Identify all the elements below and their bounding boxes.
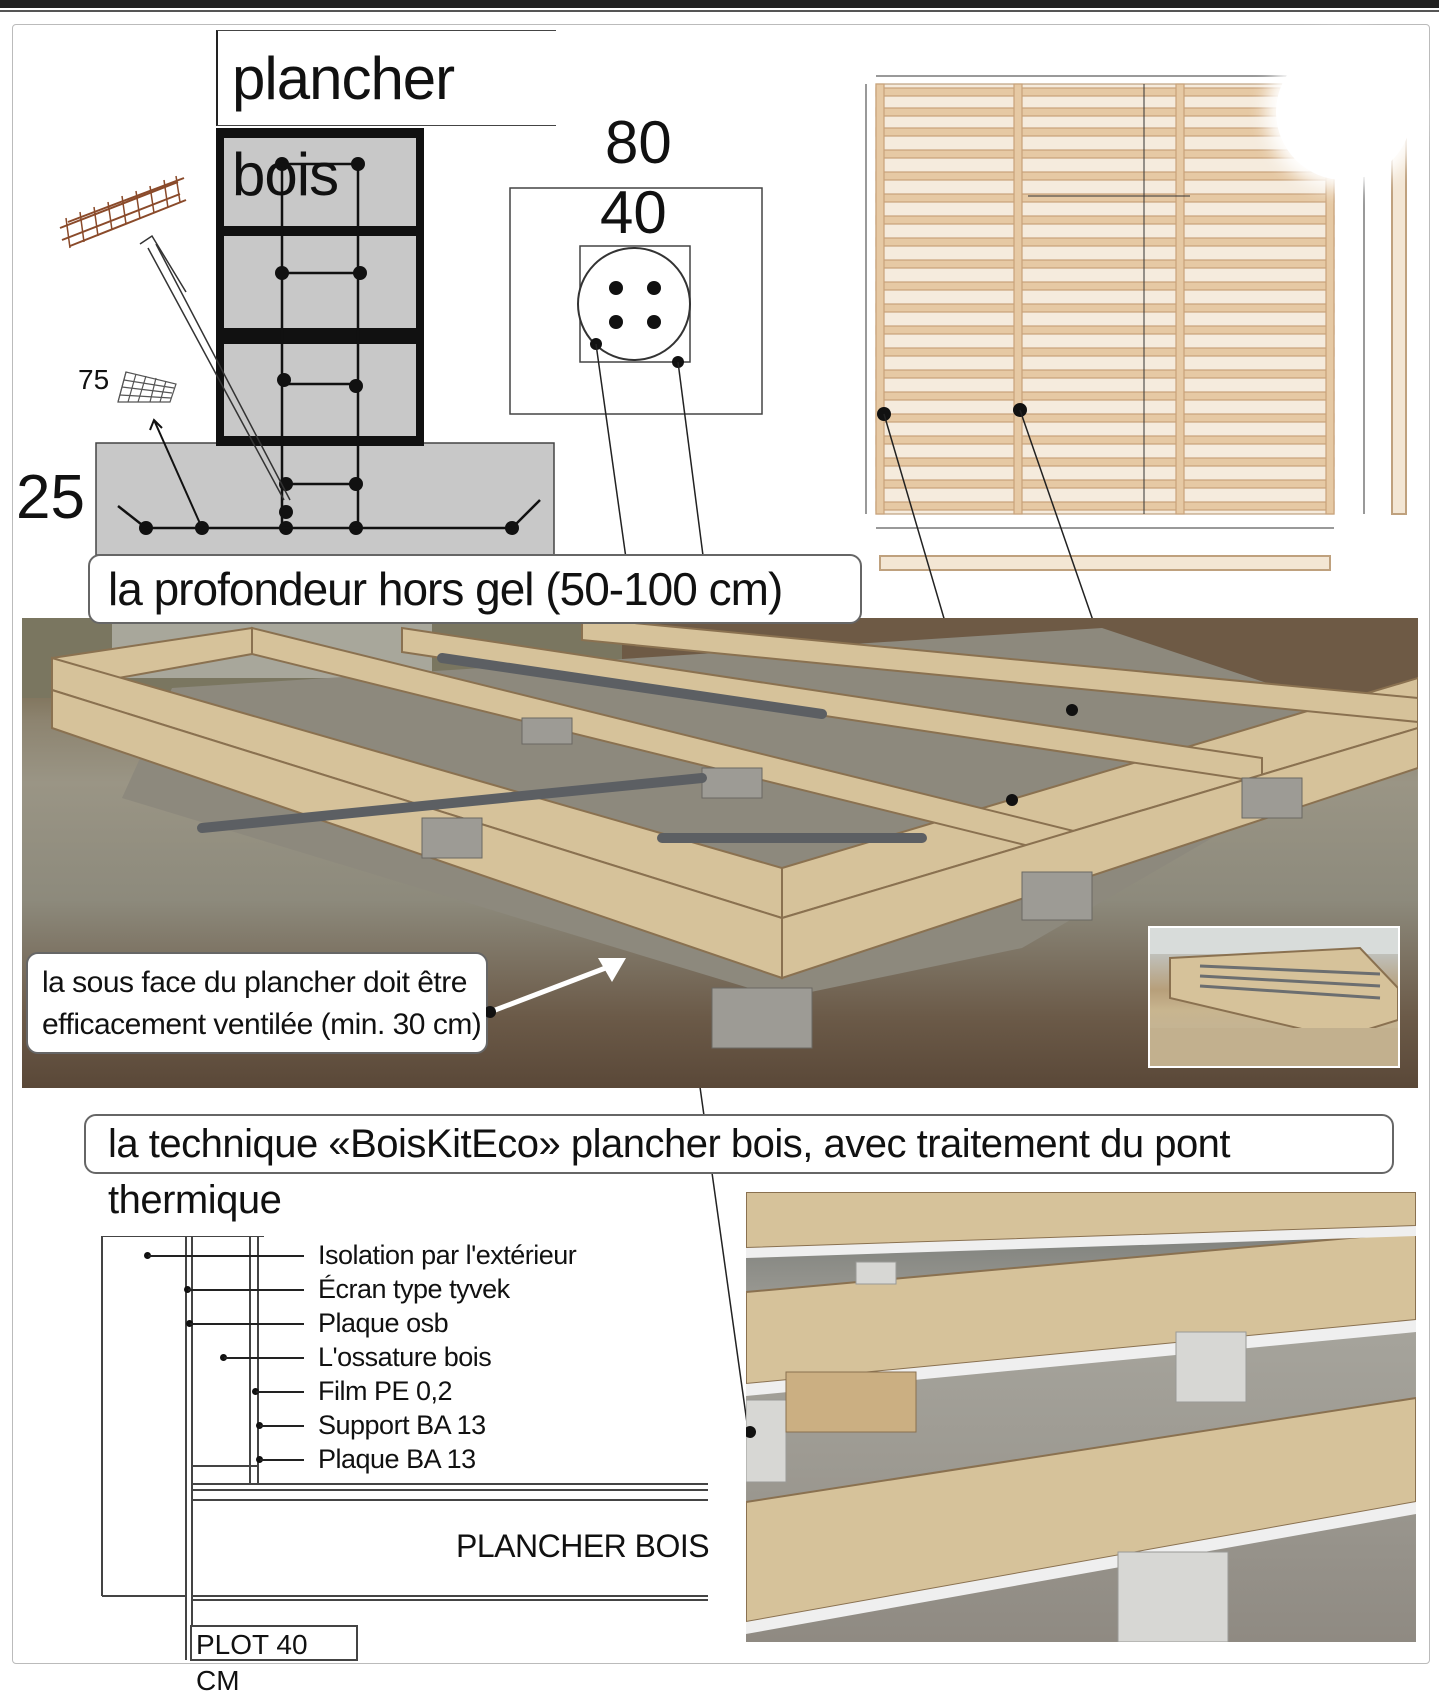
legend-item-5: Film PE 0,2 (318, 1376, 453, 1406)
inset-photo (1148, 926, 1400, 1068)
page-title: plancher bois (216, 30, 556, 208)
frost-depth-label: la profondeur hors gel (50-100 cm) (88, 554, 862, 624)
ventilation-arrow (486, 958, 626, 1018)
dimension-40-label: 40 (600, 179, 667, 246)
top-border-thin (0, 10, 1439, 12)
legend-item-6: Support BA 13 (318, 1410, 486, 1440)
legend-dot-3 (186, 1320, 193, 1327)
legend-line-2 (188, 1289, 304, 1291)
legend-item-3: Plaque osb (318, 1308, 449, 1338)
wall-section-drawing (101, 1236, 708, 1660)
rebar-cage-leader (139, 234, 291, 501)
bottom-construction-photo (746, 1192, 1416, 1642)
legend-dot-2 (184, 1286, 191, 1293)
bottom-photo-illustration (746, 1192, 1416, 1642)
floor-plan (875, 83, 1335, 515)
legend-dot-5 (252, 1388, 259, 1395)
mesh-icon (117, 371, 177, 403)
legend-item-1: Isolation par l'extérieur (318, 1240, 577, 1270)
footing-block (95, 442, 555, 556)
legend-dot-6 (256, 1422, 263, 1429)
dimension-75-label: 75 (78, 364, 110, 395)
mesh-leader (149, 418, 203, 529)
ventilation-note: la sous face du plancher doit être effic… (26, 952, 488, 1054)
poster-frame (12, 24, 1430, 1664)
legend-line-3 (190, 1323, 304, 1325)
plot-circle (577, 247, 691, 361)
legend-dot-7 (256, 1456, 263, 1463)
top-border (0, 0, 1439, 8)
dimension-25-label: 25 (16, 463, 85, 532)
plot-size-label: PLOT 40 CM (190, 1625, 358, 1696)
floor-plan-dimension-lines (865, 75, 1365, 529)
floor-plan-elevation (879, 89, 1407, 571)
legend-item-7: Plaque BA 13 (318, 1444, 476, 1474)
legend-line-6 (260, 1425, 304, 1427)
column-rebar (280, 162, 360, 530)
legend-dot-4 (220, 1354, 227, 1361)
legend-item-4: L'ossature bois (318, 1342, 492, 1372)
column-block-3 (224, 344, 416, 436)
legend-line-7 (260, 1459, 304, 1461)
rebar-cage-icon (59, 175, 187, 249)
legend-item-2: Écran type tyvek (318, 1274, 510, 1304)
column-block-1 (224, 138, 416, 226)
floor-section-label: PLANCHER BOIS (456, 1528, 710, 1564)
legend-line-5 (256, 1391, 304, 1393)
main-photo-illustration (22, 618, 1418, 1049)
column-block-2 (224, 236, 416, 328)
ventilation-note-line-1: la sous face du plancher doit être (42, 966, 467, 999)
ventilation-note-line-2: efficacement ventilée (min. 30 cm) (42, 1008, 482, 1041)
floor-plan-beams (875, 83, 1335, 515)
plot-top-view (509, 187, 763, 415)
highlight-blob (1276, 44, 1412, 180)
legend-dot-1 (144, 1252, 151, 1259)
inset-photo-illustration (1150, 928, 1398, 1066)
dimension-80-label: 80 (605, 109, 672, 176)
legend-line-4 (224, 1357, 304, 1359)
footing-rebar (117, 499, 541, 530)
technique-title: la technique «BoisKitEco» plancher bois,… (84, 1114, 1394, 1222)
legend-line-1 (148, 1255, 304, 1257)
